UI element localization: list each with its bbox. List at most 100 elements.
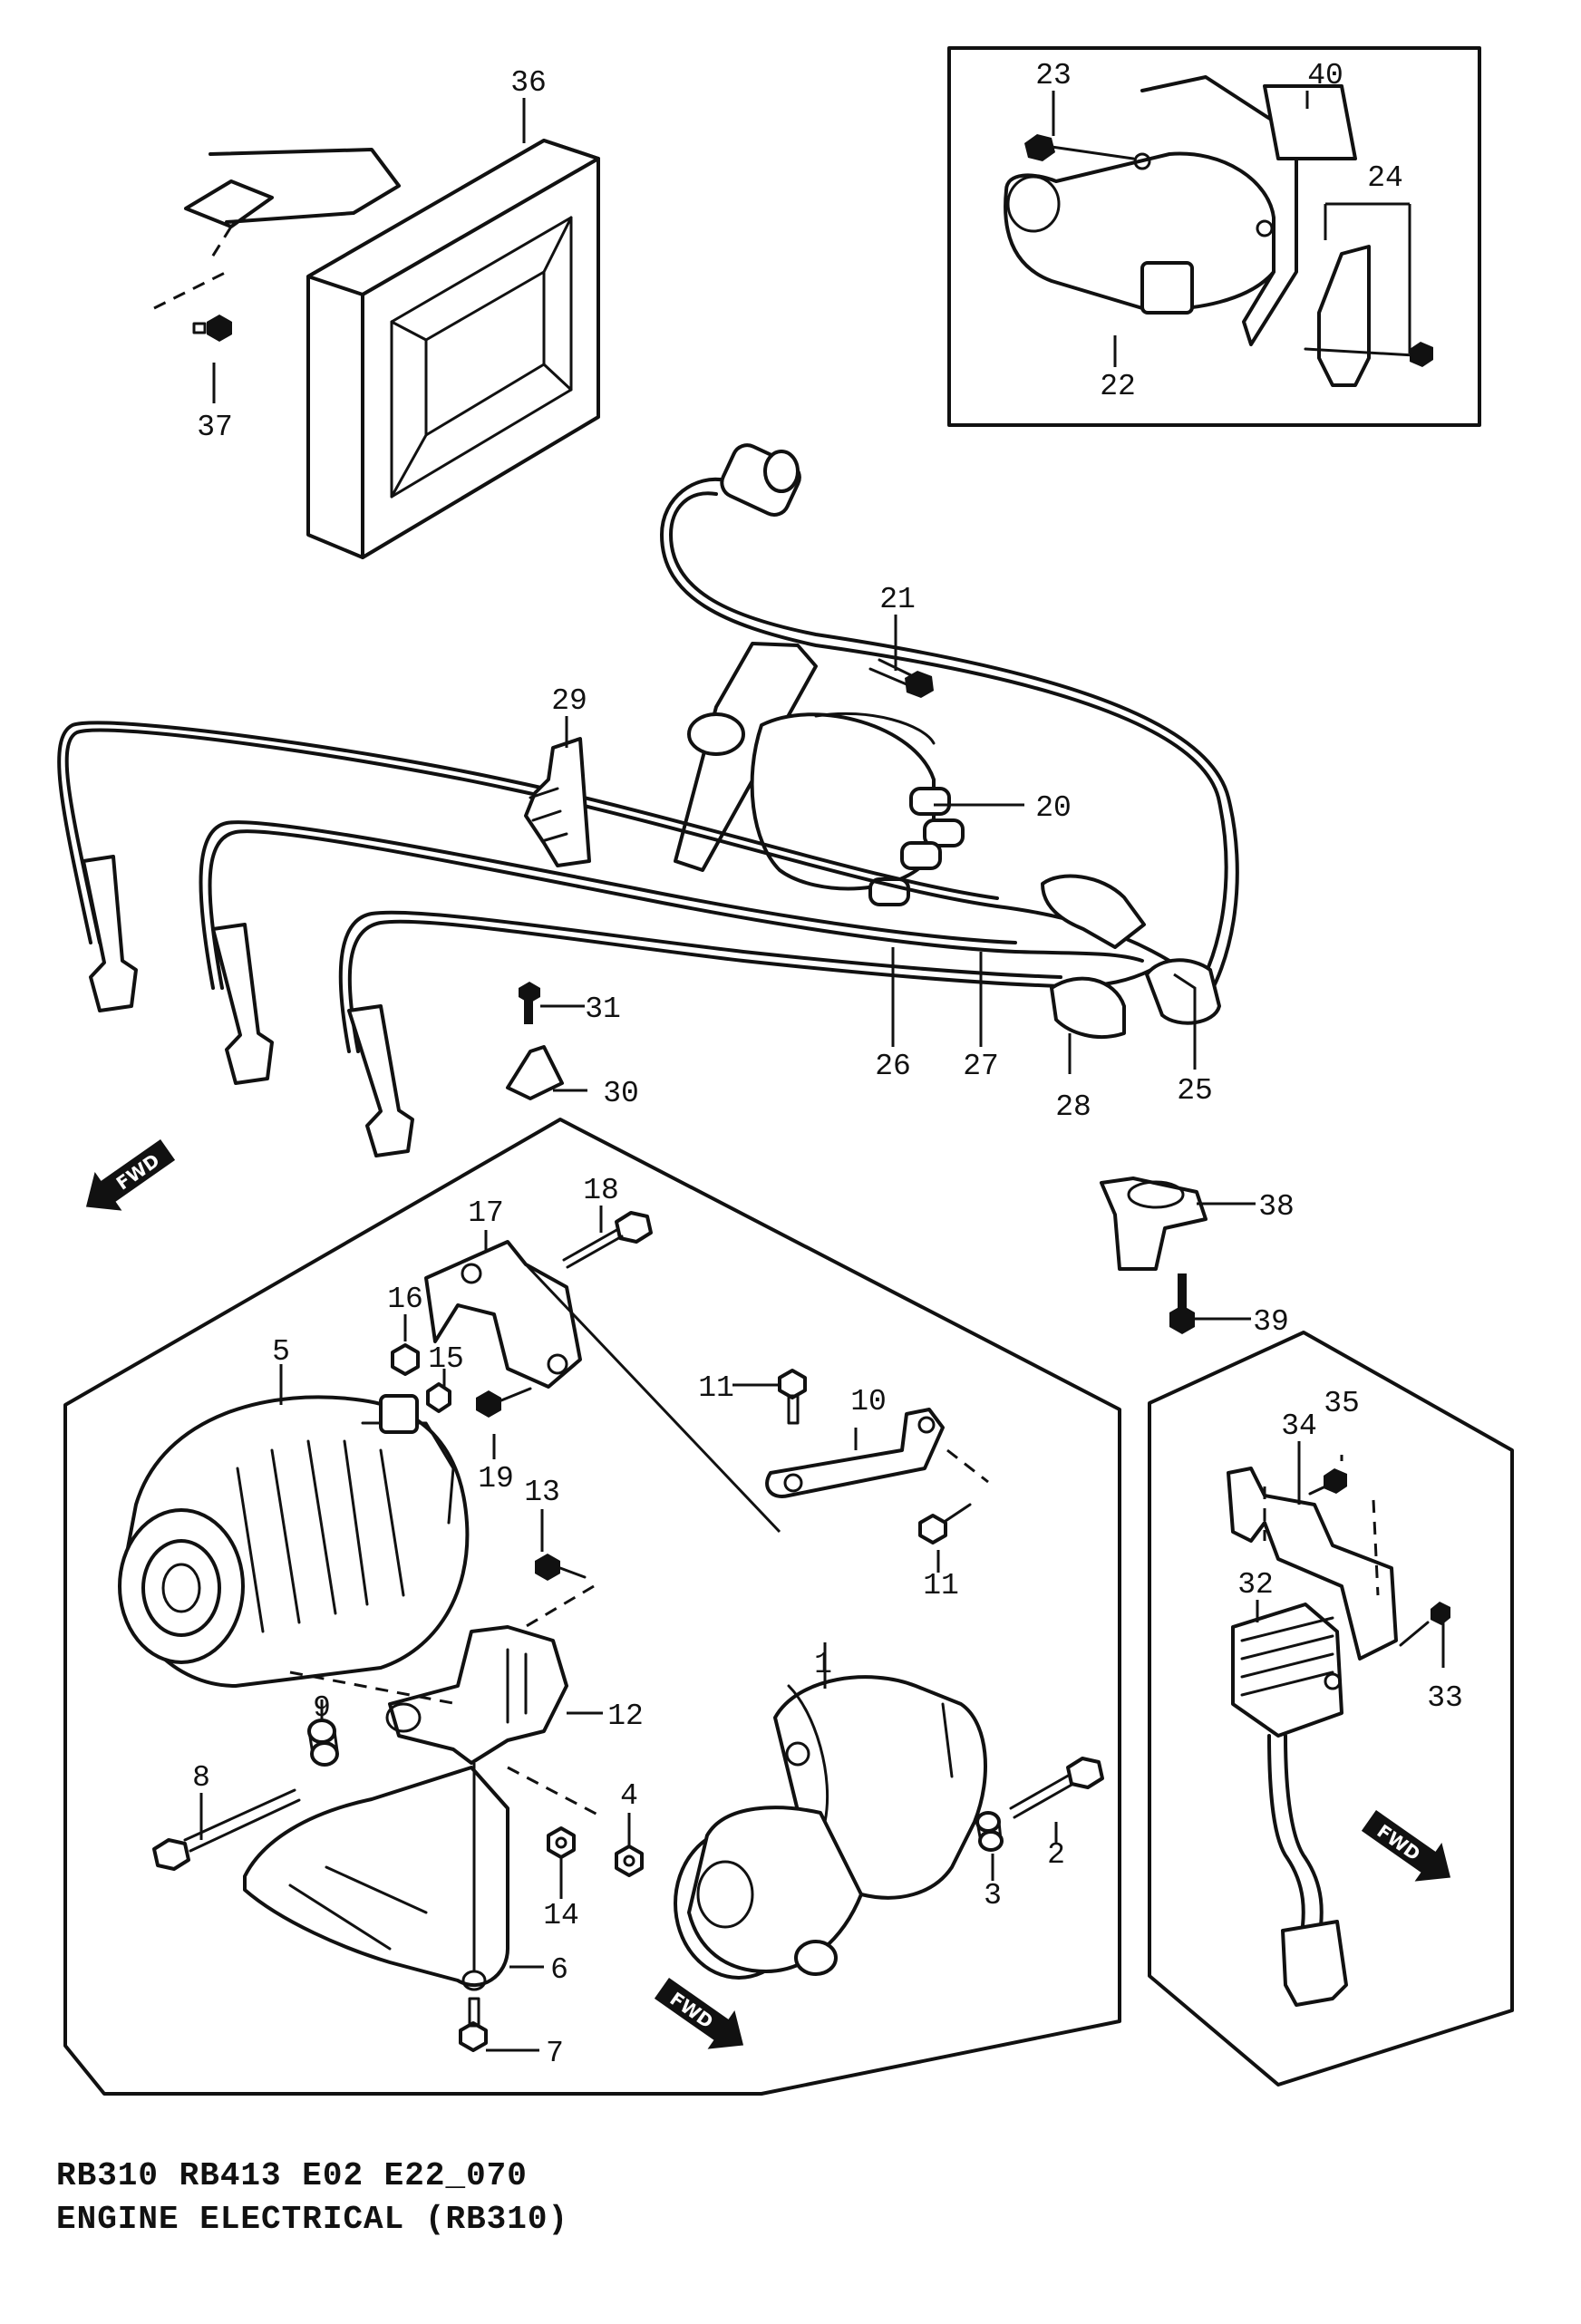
callout-21: 21 bbox=[879, 583, 916, 616]
regulator-screw-33 bbox=[1399, 1602, 1450, 1647]
regulator-screw-35 bbox=[1308, 1468, 1347, 1496]
callout-33: 33 bbox=[1427, 1681, 1463, 1715]
callout-3: 3 bbox=[984, 1879, 1002, 1912]
callout-38: 38 bbox=[1258, 1190, 1295, 1224]
ecu-screw bbox=[192, 315, 232, 342]
callout-4: 4 bbox=[620, 1779, 638, 1813]
callout-40: 40 bbox=[1307, 59, 1343, 92]
alternator bbox=[118, 1394, 470, 1688]
callout-14: 14 bbox=[543, 1899, 579, 1932]
callout-12: 12 bbox=[607, 1699, 644, 1733]
callout-30: 30 bbox=[603, 1077, 639, 1110]
wire-clip bbox=[506, 1045, 564, 1100]
callout-15: 15 bbox=[428, 1342, 464, 1376]
spark-plug-boot-3 bbox=[347, 1004, 414, 1157]
callout-numbers: 1 2 3 4 5 6 7 8 9 10 11 11 12 13 14 15 1… bbox=[192, 59, 1463, 2070]
coil-callout-bracket bbox=[1324, 202, 1411, 353]
callout-24: 24 bbox=[1367, 161, 1403, 195]
callout-23: 23 bbox=[1035, 59, 1072, 92]
clip-screw bbox=[519, 982, 540, 1024]
callout-7: 7 bbox=[546, 2037, 564, 2070]
callout-39: 39 bbox=[1253, 1305, 1289, 1339]
callout-16: 16 bbox=[387, 1283, 423, 1316]
caution-label bbox=[1263, 84, 1357, 160]
group-frames bbox=[63, 46, 1514, 2096]
ecu-module bbox=[153, 139, 600, 559]
callout-5: 5 bbox=[272, 1335, 290, 1369]
lower-bracket bbox=[243, 1763, 509, 1991]
regulator-frame bbox=[1148, 1331, 1514, 2087]
bracket-bolt-7 bbox=[459, 1997, 488, 2052]
callout-37: 37 bbox=[197, 411, 233, 444]
callout-35: 35 bbox=[1324, 1387, 1360, 1420]
adjusting-bolt bbox=[562, 1211, 653, 1269]
callout-2: 2 bbox=[1047, 1838, 1065, 1872]
callout-17: 17 bbox=[468, 1196, 504, 1230]
callout-32: 32 bbox=[1237, 1568, 1274, 1602]
terminal-nut-15 bbox=[426, 1382, 451, 1413]
adjusting-bracket bbox=[424, 1240, 582, 1389]
alternator-stay bbox=[765, 1408, 989, 1498]
callout-36: 36 bbox=[510, 66, 547, 100]
distributor bbox=[674, 642, 965, 906]
dash-guide-12 bbox=[289, 1670, 459, 1706]
charging-starting-frame bbox=[63, 1118, 1121, 2096]
diagram-title: ENGINE ELECTRICAL (RB310) bbox=[56, 2201, 569, 2238]
coil-bolt bbox=[1024, 134, 1135, 161]
callout-1: 1 bbox=[814, 1648, 832, 1681]
stay-bolt-lower bbox=[918, 1503, 972, 1544]
callout-34: 34 bbox=[1281, 1409, 1317, 1443]
callout-6: 6 bbox=[550, 1953, 568, 1987]
callout-11b: 11 bbox=[923, 1569, 959, 1603]
callout-26: 26 bbox=[875, 1050, 911, 1083]
bracket-bolt-19 bbox=[476, 1387, 532, 1418]
long-bolt-8 bbox=[152, 1788, 301, 1871]
fwd-arrow-upper: FWD bbox=[85, 1138, 176, 1211]
wire-clamp bbox=[524, 737, 591, 867]
sensor-screw bbox=[1169, 1273, 1195, 1334]
callout-28: 28 bbox=[1055, 1090, 1091, 1124]
fwd-arrow-lower: FWD bbox=[654, 1977, 744, 2049]
callout-10: 10 bbox=[850, 1385, 887, 1419]
callout-29: 29 bbox=[551, 684, 587, 718]
noise-filter bbox=[1304, 245, 1433, 387]
sensor-bracket bbox=[1100, 1177, 1208, 1271]
callout-27: 27 bbox=[963, 1050, 999, 1083]
wire-boots bbox=[1041, 874, 1221, 1040]
stay-bolt-upper bbox=[778, 1369, 807, 1425]
callout-leaders bbox=[199, 91, 1445, 2052]
alternator-bracket bbox=[385, 1625, 568, 1765]
callout-11a: 11 bbox=[698, 1371, 734, 1405]
nut-14 bbox=[547, 1826, 576, 1859]
regulator-bracket bbox=[1227, 1467, 1398, 1661]
callout-19: 19 bbox=[478, 1462, 514, 1496]
callout-20: 20 bbox=[1035, 791, 1072, 825]
callout-22: 22 bbox=[1100, 370, 1136, 403]
starter-bolt-2 bbox=[1009, 1757, 1104, 1819]
ignition-coil bbox=[1004, 75, 1298, 346]
ignition-wire-set bbox=[57, 443, 1239, 1053]
spark-plug-boot-1 bbox=[82, 855, 138, 1012]
callout-18: 18 bbox=[583, 1174, 619, 1207]
callout-31: 31 bbox=[585, 993, 621, 1026]
diagram-code: RB310 RB413 E02 E22_070 bbox=[56, 2157, 528, 2194]
starter-nut-4 bbox=[615, 1845, 644, 1877]
distributor-bolt bbox=[868, 658, 934, 698]
spacer-9 bbox=[307, 1719, 339, 1767]
bolt-13 bbox=[535, 1554, 587, 1581]
regulator bbox=[1231, 1603, 1348, 2007]
callout-8: 8 bbox=[192, 1761, 210, 1795]
callout-13: 13 bbox=[524, 1476, 560, 1509]
spark-plug-boot-2 bbox=[211, 923, 274, 1085]
coil-detail-frame bbox=[947, 46, 1481, 427]
starter-spacer-3 bbox=[975, 1811, 1004, 1852]
terminal-nut-16 bbox=[391, 1343, 420, 1376]
dash-guide-14 bbox=[507, 1766, 604, 1819]
fwd-arrow-regulator: FWD bbox=[1361, 1809, 1451, 1882]
starter-motor bbox=[674, 1675, 987, 1980]
bracket-leader-line bbox=[524, 1263, 781, 1534]
callout-9: 9 bbox=[313, 1691, 331, 1725]
callout-25: 25 bbox=[1177, 1074, 1213, 1108]
